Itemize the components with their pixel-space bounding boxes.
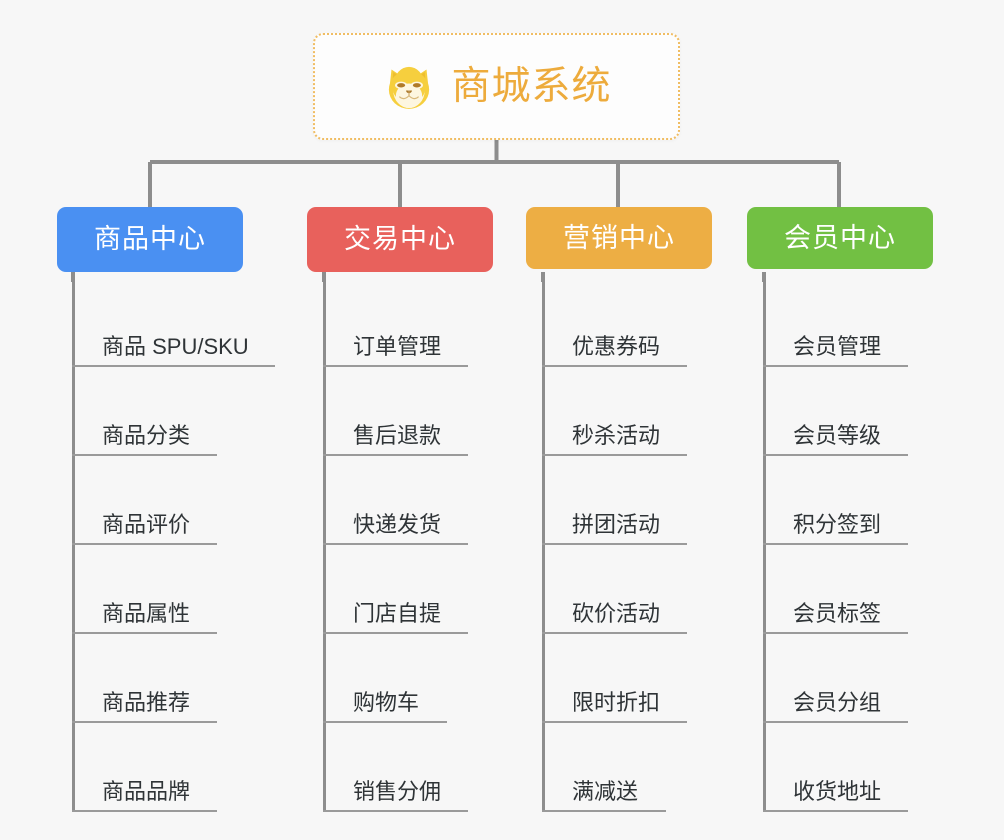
leaf-item[interactable]: 秒杀活动 xyxy=(542,367,792,456)
branch-node-trade-center[interactable]: 交易中心 xyxy=(307,207,493,272)
leaf-underline xyxy=(323,721,447,723)
leaf-underline xyxy=(542,810,666,812)
leaf-item[interactable]: 优惠券码 xyxy=(542,278,792,367)
shiba-inu-dog-face-icon xyxy=(389,66,430,109)
leaf-underline xyxy=(323,810,468,812)
leaf-label: 积分签到 xyxy=(793,512,882,537)
leaf-underline xyxy=(72,810,217,812)
leaf-label: 满减送 xyxy=(572,779,639,804)
leaf-item[interactable]: 砍价活动 xyxy=(542,545,792,634)
leaf-item[interactable]: 商品属性 xyxy=(72,545,322,634)
leaf-item[interactable]: 门店自提 xyxy=(323,545,573,634)
branch-label: 营销中心 xyxy=(563,222,675,253)
leaf-label: 砍价活动 xyxy=(572,601,661,626)
leaf-label: 拼团活动 xyxy=(572,512,661,537)
leaf-label: 商品 SPU/SKU xyxy=(102,334,249,359)
branch-label: 商品中心 xyxy=(94,224,206,254)
leaf-label: 销售分佣 xyxy=(353,779,442,804)
leaf-item[interactable]: 购物车 xyxy=(323,634,573,723)
leaf-item[interactable]: 商品推荐 xyxy=(72,634,322,723)
root-node[interactable]: 商城系统 xyxy=(313,33,680,140)
leaf-underline xyxy=(763,365,908,367)
leaf-item[interactable]: 商品评价 xyxy=(72,456,322,545)
leaf-item[interactable]: 会员等级 xyxy=(763,367,1004,456)
leaf-item[interactable]: 商品品牌 xyxy=(72,723,322,812)
leaf-label: 购物车 xyxy=(353,690,420,715)
leaf-label: 订单管理 xyxy=(353,334,442,359)
leaf-underline xyxy=(72,543,217,545)
leaf-item[interactable]: 收货地址 xyxy=(763,723,1004,812)
leaf-label: 会员等级 xyxy=(793,423,882,448)
leaf-column-member-center: 会员管理 会员等级 积分签到 会员标签 会员分组 收货地址 xyxy=(763,278,1004,812)
leaf-rail xyxy=(72,278,75,812)
leaf-item[interactable]: 会员管理 xyxy=(763,278,1004,367)
leaf-underline xyxy=(323,543,468,545)
branch-node-member-center[interactable]: 会员中心 xyxy=(747,207,933,269)
leaf-label: 会员管理 xyxy=(793,334,882,359)
leaf-label: 秒杀活动 xyxy=(572,423,661,448)
leaf-rail xyxy=(323,278,326,812)
leaf-underline xyxy=(763,543,908,545)
leaf-label: 门店自提 xyxy=(353,601,442,626)
leaf-label: 会员标签 xyxy=(793,601,882,626)
branch-node-marketing-center[interactable]: 营销中心 xyxy=(526,207,712,269)
leaf-underline xyxy=(323,365,468,367)
leaf-underline xyxy=(72,365,275,367)
leaf-underline xyxy=(542,632,687,634)
leaf-item[interactable]: 销售分佣 xyxy=(323,723,573,812)
leaf-label: 收货地址 xyxy=(793,779,882,804)
leaf-underline xyxy=(323,632,468,634)
leaf-underline xyxy=(323,454,468,456)
leaf-underline xyxy=(763,810,908,812)
leaf-label: 限时折扣 xyxy=(572,690,661,715)
leaf-item[interactable]: 快递发货 xyxy=(323,456,573,545)
leaf-rail xyxy=(542,278,545,812)
leaf-label: 商品推荐 xyxy=(102,690,191,715)
leaf-label: 会员分组 xyxy=(793,690,882,715)
leaf-label: 优惠券码 xyxy=(572,334,661,359)
leaf-item[interactable]: 拼团活动 xyxy=(542,456,792,545)
leaf-underline xyxy=(72,721,217,723)
leaf-label: 快递发货 xyxy=(353,512,442,537)
leaf-item[interactable]: 会员标签 xyxy=(763,545,1004,634)
leaf-underline xyxy=(763,632,908,634)
branch-label: 交易中心 xyxy=(344,224,456,254)
leaf-item[interactable]: 满减送 xyxy=(542,723,792,812)
leaf-label: 商品品牌 xyxy=(102,779,191,804)
leaf-column-product-center: 商品 SPU/SKU 商品分类 商品评价 商品属性 商品推荐 商品品牌 xyxy=(72,278,322,812)
leaf-item[interactable]: 限时折扣 xyxy=(542,634,792,723)
leaf-item[interactable]: 订单管理 xyxy=(323,278,573,367)
leaf-underline xyxy=(763,721,908,723)
leaf-rail xyxy=(763,278,766,812)
leaf-item[interactable]: 会员分组 xyxy=(763,634,1004,723)
leaf-underline xyxy=(72,632,217,634)
leaf-label: 商品评价 xyxy=(102,512,191,537)
leaf-underline xyxy=(542,454,687,456)
leaf-item[interactable]: 商品 SPU/SKU xyxy=(72,278,322,367)
leaf-underline xyxy=(542,365,687,367)
leaf-column-marketing-center: 优惠券码 秒杀活动 拼团活动 砍价活动 限时折扣 满减送 xyxy=(542,278,792,812)
leaf-underline xyxy=(542,721,687,723)
leaf-underline xyxy=(542,543,687,545)
leaf-item[interactable]: 积分签到 xyxy=(763,456,1004,545)
branch-label: 会员中心 xyxy=(784,222,896,253)
leaf-item[interactable]: 售后退款 xyxy=(323,367,573,456)
leaf-label: 商品分类 xyxy=(102,423,191,448)
leaf-underline xyxy=(763,454,908,456)
root-title: 商城系统 xyxy=(451,65,612,108)
leaf-item[interactable]: 商品分类 xyxy=(72,367,322,456)
leaf-underline xyxy=(72,454,217,456)
leaf-column-trade-center: 订单管理 售后退款 快递发货 门店自提 购物车 销售分佣 xyxy=(323,278,573,812)
leaf-label: 商品属性 xyxy=(102,601,191,626)
branch-node-product-center[interactable]: 商品中心 xyxy=(57,207,243,272)
leaf-label: 售后退款 xyxy=(353,423,442,448)
